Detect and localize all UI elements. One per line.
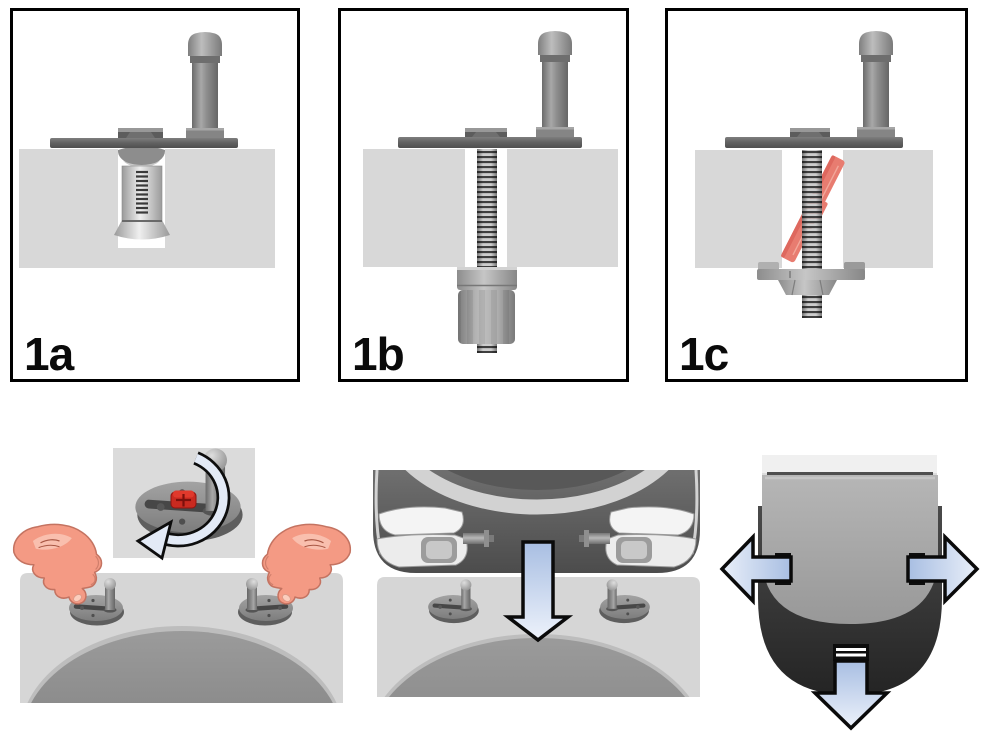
- buffer-pin: [536, 31, 574, 137]
- threaded-rod-nut-fixing-icon: [363, 31, 618, 353]
- buffer-pin: [186, 32, 224, 138]
- panel-1b: 1b: [338, 8, 629, 382]
- down-arrow-icon: [502, 540, 574, 643]
- inset-rotate-disc: [113, 448, 255, 561]
- align-seat-illustration: [719, 455, 980, 731]
- adjust-discs-illustration: [12, 438, 352, 703]
- seat-underside-icon: [373, 470, 700, 573]
- plate-hex-boss: [465, 128, 507, 137]
- threaded-rod: [802, 150, 822, 269]
- down-arrow-icon: [810, 659, 892, 731]
- expansion-dowel-fixing-icon: [19, 32, 275, 268]
- washer-plate: [757, 262, 865, 280]
- mounting-plate: [398, 137, 582, 148]
- left-arrow-icon: [719, 532, 793, 606]
- hinge-slot-mark-bottom: [833, 644, 869, 661]
- rotate-arrow-icon: [135, 451, 231, 561]
- plate-hex-boss: [118, 128, 163, 138]
- fastening-nut: [457, 267, 517, 353]
- mounting-plate: [50, 138, 238, 148]
- panel-1b-label: 1b: [352, 328, 405, 380]
- toggle-anchor-fixing-icon: [695, 31, 933, 318]
- mounting-plate: [725, 137, 903, 148]
- seat-lid-top: [762, 475, 938, 624]
- bowl-opening: [22, 631, 342, 703]
- panel-1c-label: 1c: [679, 328, 729, 380]
- red-knob-icon: [170, 490, 197, 509]
- panel-1c: 1c: [665, 8, 968, 382]
- panel-1a: 1a: [10, 8, 300, 382]
- threaded-rod: [477, 149, 497, 269]
- right-arrow-icon: [906, 532, 980, 606]
- threaded-rod-end: [802, 295, 822, 318]
- bowl-opening: [377, 638, 700, 697]
- panel-1a-label: 1a: [24, 328, 74, 380]
- hex-nut: [778, 279, 837, 296]
- expansion-anchor: [114, 146, 170, 240]
- plate-hex-boss: [790, 128, 830, 137]
- seat-ring-underside: [379, 470, 695, 515]
- lower-seat-illustration: [373, 470, 700, 697]
- buffer-pin: [857, 31, 895, 137]
